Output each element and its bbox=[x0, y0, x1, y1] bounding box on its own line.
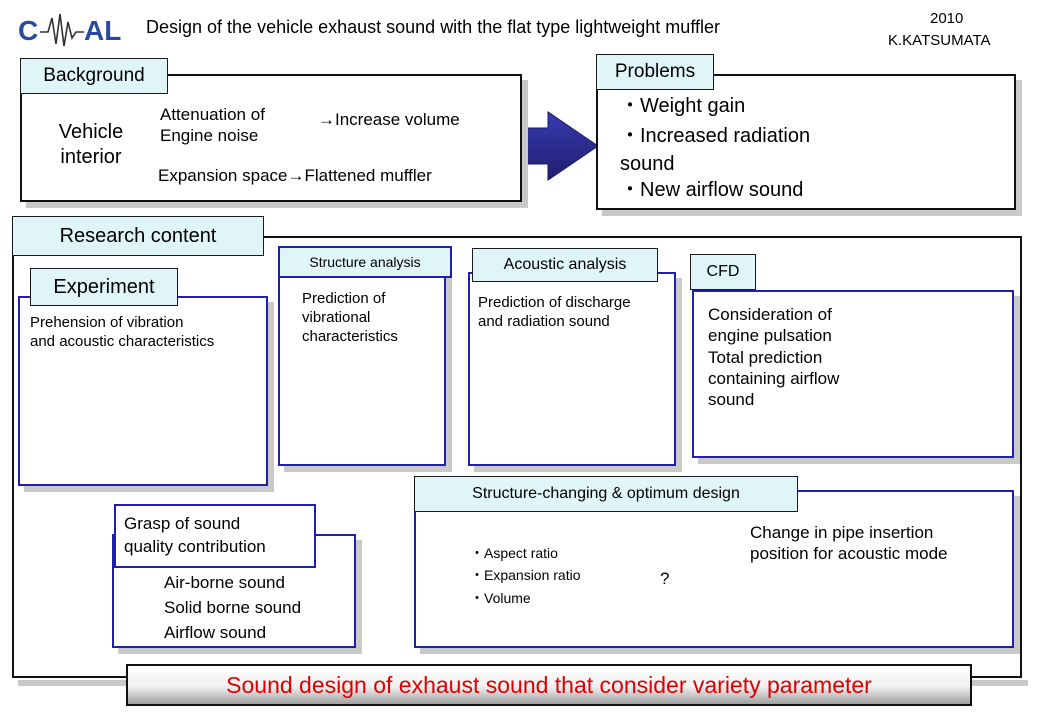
research-content-label: Research content bbox=[59, 224, 217, 247]
experiment-tag: Experiment bbox=[30, 268, 178, 306]
grasp-tag: Grasp of sound quality contribution bbox=[114, 504, 316, 568]
grasp-item-3: Airflow sound bbox=[164, 623, 267, 642]
research-content-tag: Research content bbox=[12, 216, 264, 256]
page-title: Design of the vehicle exhaust sound with… bbox=[146, 17, 720, 37]
cfd-text: Consideration of engine pulsation Total … bbox=[708, 305, 840, 409]
cfd-box bbox=[692, 290, 1014, 458]
year-label: 2010 bbox=[930, 10, 964, 27]
optimum-params: ・Aspect ratio ・Expansion ratio ・Volume bbox=[470, 545, 581, 606]
experiment-label: Experiment bbox=[53, 275, 155, 298]
structure-analysis-tag: Structure analysis bbox=[278, 246, 452, 278]
background-item-1: Attenuation of Engine noise bbox=[160, 105, 265, 146]
svg-text:C: C bbox=[18, 15, 38, 46]
problems-box bbox=[596, 74, 1016, 210]
camal-logo: C AL bbox=[18, 10, 138, 50]
background-label: Background bbox=[43, 65, 145, 86]
pipe-insertion-text: Change in pipe insertion position for ac… bbox=[750, 523, 948, 564]
optimum-design-label: Structure-changing & optimum design bbox=[472, 485, 740, 502]
cfd-tag: CFD bbox=[690, 254, 756, 290]
grasp-item-1: Air-borne sound bbox=[164, 573, 285, 592]
background-box bbox=[20, 74, 522, 202]
camal-logo-icon: C AL bbox=[18, 13, 121, 47]
background-subject: Vehicle interior bbox=[58, 121, 124, 168]
grasp-label: Grasp of sound quality contribution bbox=[124, 514, 266, 556]
footer-text: Sound design of exhaust sound that consi… bbox=[226, 671, 872, 698]
acoustic-analysis-tag: Acoustic analysis bbox=[472, 248, 658, 282]
experiment-text: Prehension of vibration and acoustic cha… bbox=[30, 314, 215, 350]
optimum-design-tag: Structure-changing & optimum design bbox=[414, 476, 798, 512]
problem-item-1: ・Weight gain bbox=[620, 95, 746, 117]
problem-item-2: ・Increased radiation sound bbox=[620, 125, 811, 175]
author-label: K.KATSUMATA bbox=[888, 32, 991, 49]
problem-item-3: ・New airflow sound bbox=[620, 179, 804, 201]
acoustic-analysis-text: Prediction of discharge and radiation so… bbox=[478, 294, 631, 330]
cfd-label: CFD bbox=[706, 263, 740, 280]
problems-label: Problems bbox=[614, 61, 696, 82]
background-item-2: Expansion space→Flattened muffler bbox=[158, 166, 432, 185]
svg-text:AL: AL bbox=[84, 15, 121, 46]
footer-banner: Sound design of exhaust sound that consi… bbox=[126, 664, 972, 706]
grasp-item-2: Solid borne sound bbox=[164, 598, 302, 617]
acoustic-analysis-label: Acoustic analysis bbox=[503, 256, 627, 273]
background-tag: Background bbox=[20, 58, 168, 94]
structure-analysis-text: Prediction of vibrational characteristic… bbox=[302, 290, 398, 345]
background-result-1: →Increase volume bbox=[318, 110, 460, 129]
problems-tag: Problems bbox=[596, 54, 714, 90]
optimum-question: ? bbox=[660, 569, 670, 588]
structure-analysis-label: Structure analysis bbox=[309, 254, 421, 270]
